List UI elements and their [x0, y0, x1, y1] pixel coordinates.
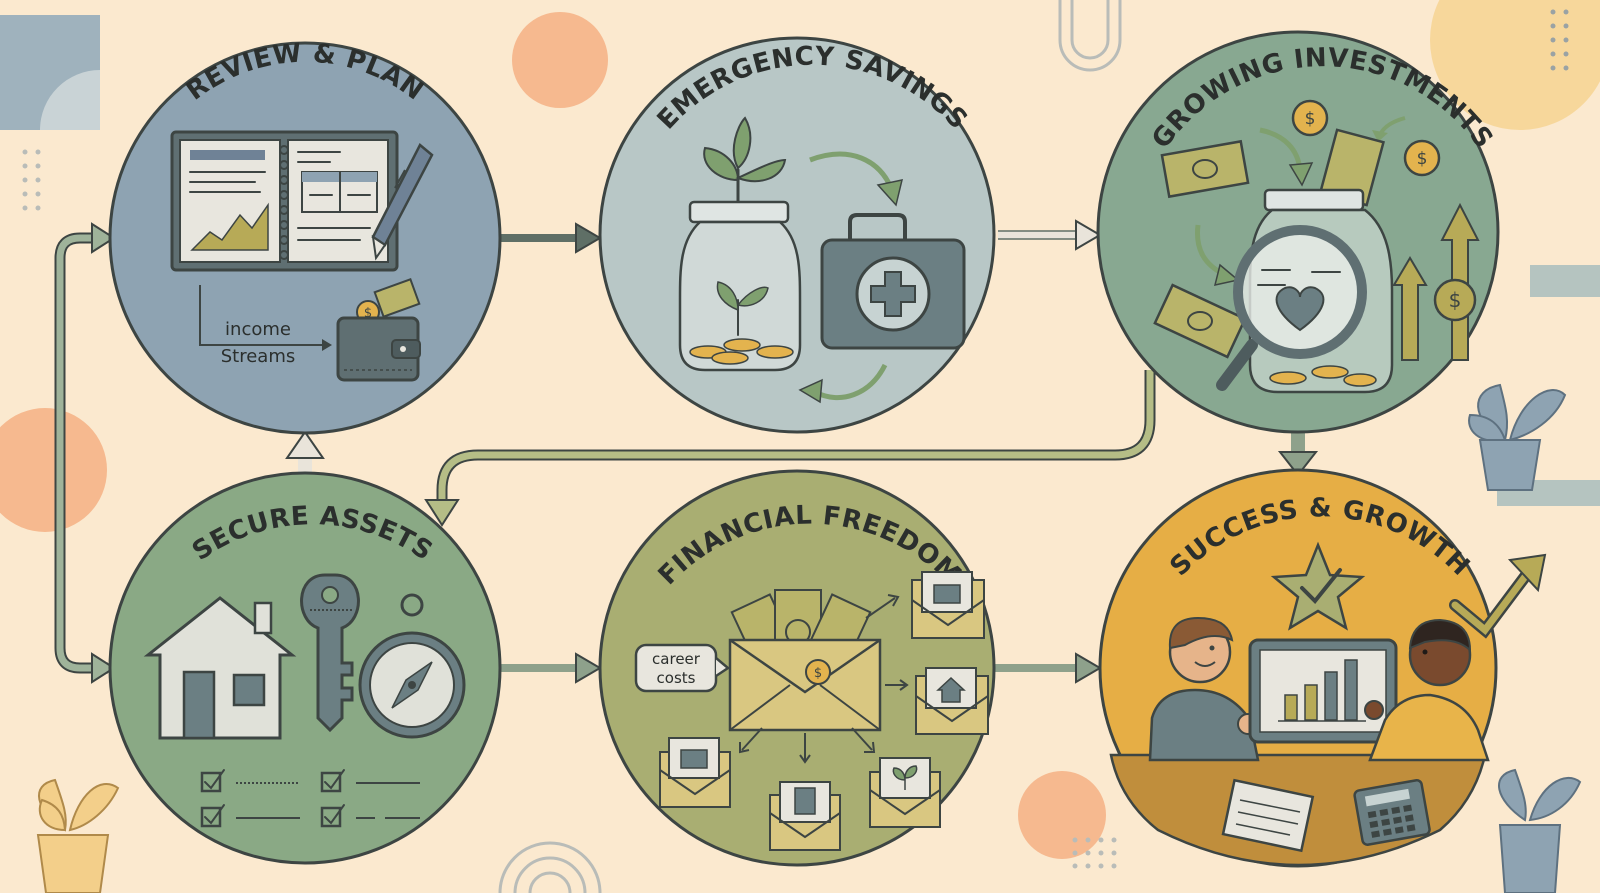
plant-icon — [36, 778, 120, 893]
flow-arrows — [54, 219, 1319, 684]
arrow-review-to-emergency — [500, 222, 602, 254]
income-connector — [199, 285, 325, 346]
magnifier-icon — [1216, 225, 1367, 391]
person-left-icon — [1148, 616, 1260, 762]
svg-text:$: $ — [814, 666, 822, 681]
money-envelope-icon: $ — [728, 589, 882, 732]
income-label: income — [225, 319, 291, 340]
wallet-icon: $ — [336, 278, 421, 382]
arrow-assets-to-freedom — [500, 652, 602, 684]
stage-circle — [108, 471, 502, 865]
arrow-freedom-to-success — [995, 652, 1102, 684]
notebook-icon — [170, 130, 399, 272]
stage-growing-investments: GROWING INVESTMENTS $ $ — [1096, 30, 1500, 434]
calculator-icon — [1353, 779, 1431, 846]
cycle-arrow-icon — [813, 363, 888, 401]
pen-icon — [371, 143, 434, 261]
costs-label: costs — [657, 669, 696, 687]
sprout-icon — [703, 116, 787, 207]
dot-grid-bottom — [1072, 837, 1117, 869]
trend-arrow-icon — [1449, 553, 1547, 639]
plant-icon — [1468, 383, 1567, 491]
stage-emergency-savings: EMERGENCY SAVINGS — [598, 36, 996, 434]
cycle-arrow-icon — [809, 151, 895, 191]
banknote-icon — [1160, 139, 1250, 199]
plant-icon — [1498, 768, 1582, 893]
briefcase-envelope-icon — [659, 737, 731, 808]
career-label: career — [652, 650, 701, 668]
arrow-investments-loop-to-assets — [424, 370, 1156, 527]
house-envelope-icon — [915, 667, 989, 735]
star-check-icon — [1270, 541, 1366, 631]
svg-text:$: $ — [1305, 109, 1316, 129]
speech-bubble: career costs — [634, 643, 731, 693]
book-envelope-icon — [769, 781, 841, 851]
stage-success-growth: SUCCESS & GROWTH — [1098, 468, 1547, 868]
dot-grid-top-left — [22, 149, 41, 211]
banknote-icon — [1153, 283, 1247, 359]
plant-envelope-icon — [869, 757, 941, 828]
briefcase-envelope-icon — [911, 571, 985, 639]
tablet-chart-icon — [1248, 638, 1398, 744]
arrow-assets-to-review — [285, 430, 325, 475]
first-aid-kit-icon — [820, 213, 966, 350]
growth-arrows-icon: $ — [1392, 202, 1480, 361]
arrow-investments-to-success — [1277, 430, 1319, 477]
arrow-emergency-to-investments — [998, 219, 1102, 251]
svg-text:$: $ — [1417, 149, 1428, 169]
person-right-icon — [1364, 618, 1490, 762]
house-icon — [143, 596, 297, 740]
coin-icon: $ — [1291, 99, 1329, 137]
dot-grid-top-right — [1550, 9, 1569, 71]
key-icon — [300, 573, 360, 733]
checklist-icon — [200, 769, 420, 828]
stage-review-plan: REVIEW & PLAN — [108, 38, 502, 435]
stage-secure-assets: SECURE ASSETS — [108, 471, 502, 865]
savings-jar-icon — [678, 200, 802, 372]
stage-financial-freedom: FINANCIAL FREEDOM career costs $ — [598, 469, 996, 867]
notepad-icon — [1221, 778, 1315, 853]
coin-icon: $ — [1403, 139, 1441, 177]
streams-label: Streams — [221, 346, 296, 367]
arrow-left-loop — [54, 222, 116, 684]
compass-icon — [358, 593, 466, 739]
distribution-arrows — [739, 594, 909, 764]
svg-text:$: $ — [1449, 288, 1462, 312]
svg-text:$: $ — [364, 306, 372, 321]
